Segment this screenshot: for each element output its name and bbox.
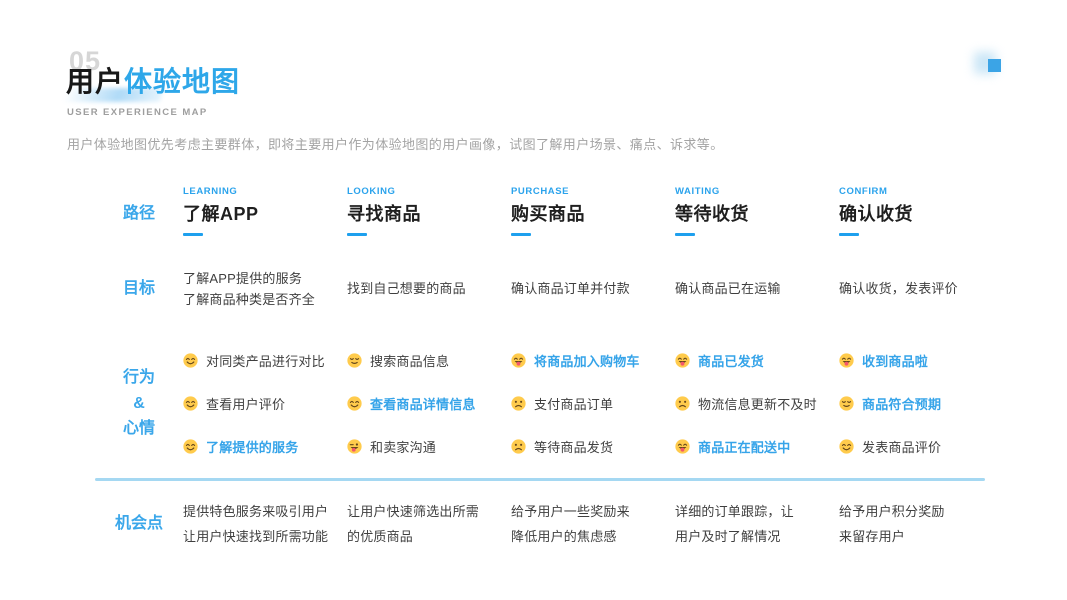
behavior-item: 查看用户评价 <box>183 394 333 413</box>
behavior-item: 收到商品啦 <box>839 351 989 370</box>
behavior-text: 将商品加入购物车 <box>534 354 640 369</box>
smile-emoji-icon <box>839 439 854 454</box>
section-divider <box>95 478 985 481</box>
behavior-item: 将商品加入购物车 <box>511 351 661 370</box>
behavior-item: 了解提供的服务 <box>183 437 333 456</box>
goals-row: 目标 了解APP提供的服务 了解商品种类是否齐全 找到自己想要的商品 确认商品订… <box>95 267 1037 311</box>
behavior-item: 商品符合预期 <box>839 394 989 413</box>
behavior-item: 对同类产品进行对比 <box>183 351 333 370</box>
stage-waiting: WAITING 等待收货 <box>675 186 839 236</box>
smile-emoji-icon <box>183 439 198 454</box>
stage-title: 确认收货 <box>839 204 913 224</box>
behavior-item: 查看商品详情信息 <box>347 394 497 413</box>
row-label-opportunity: 机会点 <box>114 515 163 533</box>
page-title-blue-part: 体验地图 <box>124 66 241 97</box>
page-title: 用户体验地图 <box>66 60 240 100</box>
tongue-emoji-icon <box>675 439 690 454</box>
stage-eng-label: PURCHASE <box>511 186 570 197</box>
stage-underline <box>347 233 367 236</box>
behavior-mood-row: 行为 & 心情 对同类产品进行对比 查看用户评价 了解提供的服务 搜索商品信息 <box>95 351 1037 456</box>
smile-emoji-icon <box>183 353 198 368</box>
behavior-text: 商品正在配送中 <box>698 440 791 455</box>
page-subtitle: USER EXPERIENCE MAP <box>67 107 208 118</box>
opportunity-cell: 详细的订单跟踪，让 用户及时了解情况 <box>675 503 794 544</box>
blue-square-icon <box>988 59 1001 72</box>
relieved-emoji-icon <box>839 396 854 411</box>
stage-eng-label: WAITING <box>675 186 720 197</box>
wink-tongue-emoji-icon <box>347 439 362 454</box>
corner-decoration <box>974 50 1014 80</box>
stage-underline <box>675 233 695 236</box>
opportunity-cell: 让用户快速筛选出所需 的优质商品 <box>347 503 480 544</box>
opportunity-cell: 给予用户积分奖励 来留存用户 <box>839 503 945 544</box>
behavior-text: 物流信息更新不及时 <box>698 397 817 412</box>
stage-eng-label: LEARNING <box>183 186 238 197</box>
behavior-cell-confirm: 收到商品啦 商品符合预期 发表商品评价 <box>839 351 1003 456</box>
behavior-cell-learning: 对同类产品进行对比 查看用户评价 了解提供的服务 <box>183 351 347 456</box>
behavior-item: 发表商品评价 <box>839 437 989 456</box>
behavior-text: 搜索商品信息 <box>370 354 450 369</box>
stage-underline <box>511 233 531 236</box>
behavior-text: 商品符合预期 <box>862 397 942 412</box>
opportunity-cell: 提供特色服务来吸引用户 让用户快速找到所需功能 <box>183 503 329 544</box>
behavior-text: 查看商品详情信息 <box>370 397 476 412</box>
behavior-text: 发表商品评价 <box>862 440 942 455</box>
relieved-emoji-icon <box>347 353 362 368</box>
behavior-text: 对同类产品进行对比 <box>206 354 325 369</box>
behavior-text: 查看用户评价 <box>206 397 286 412</box>
stage-title: 了解APP <box>183 204 259 224</box>
stage-eng-label: CONFIRM <box>839 186 888 197</box>
row-label-goal: 目标 <box>122 280 155 298</box>
behavior-text: 商品已发货 <box>698 354 765 369</box>
behavior-item: 商品已发货 <box>675 351 825 370</box>
tongue-emoji-icon <box>839 353 854 368</box>
behavior-text: 等待商品发货 <box>534 440 614 455</box>
stage-confirm: CONFIRM 确认收货 <box>839 186 1003 236</box>
goal-cell: 了解APP提供的服务 了解商品种类是否齐全 <box>183 270 316 307</box>
opportunity-row: 机会点 提供特色服务来吸引用户 让用户快速找到所需功能 让用户快速筛选出所需 的… <box>95 499 1037 550</box>
page-description: 用户体验地图优先考虑主要群体，即将主要用户作为体验地图的用户画像，试图了解用户场… <box>67 137 724 152</box>
behavior-item: 商品正在配送中 <box>675 437 825 456</box>
tongue-emoji-icon <box>675 353 690 368</box>
behavior-item: 搜索商品信息 <box>347 351 497 370</box>
smile-emoji-icon <box>183 396 198 411</box>
stage-underline <box>183 233 203 236</box>
behavior-item: 物流信息更新不及时 <box>675 394 825 413</box>
goal-cell: 确认商品订单并付款 <box>511 281 630 297</box>
behavior-item: 和卖家沟通 <box>347 437 497 456</box>
experience-map-table: 路径 LEARNING 了解APP LOOKING 寻找商品 PURCHASE … <box>95 186 1037 549</box>
goal-cell: 找到自己想要的商品 <box>347 281 466 297</box>
opportunity-cell: 给予用户一些奖励来 降低用户的焦虑感 <box>511 503 630 544</box>
frown-emoji-icon <box>511 396 526 411</box>
stage-underline <box>839 233 859 236</box>
stage-purchase: PURCHASE 购买商品 <box>511 186 675 236</box>
row-label-behavior: 行为 & 心情 <box>122 369 155 438</box>
stage-title: 寻找商品 <box>347 204 421 224</box>
stage-title: 购买商品 <box>511 204 585 224</box>
stage-title: 等待收货 <box>675 204 749 224</box>
tongue-emoji-icon <box>511 353 526 368</box>
goal-cell: 确认收货，发表评价 <box>839 281 958 297</box>
behavior-cell-purchase: 将商品加入购物车 支付商品订单 等待商品发货 <box>511 351 675 456</box>
stage-looking: LOOKING 寻找商品 <box>347 186 511 236</box>
behavior-cell-waiting: 商品已发货 物流信息更新不及时 商品正在配送中 <box>675 351 839 456</box>
row-label-path: 路径 <box>122 205 155 222</box>
behavior-text: 和卖家沟通 <box>370 440 437 455</box>
smile-emoji-icon <box>347 396 362 411</box>
behavior-text: 了解提供的服务 <box>206 440 299 455</box>
frown-emoji-icon <box>675 396 690 411</box>
page-title-dark-part: 用户 <box>66 66 125 97</box>
path-row: 路径 LEARNING 了解APP LOOKING 寻找商品 PURCHASE … <box>95 186 1037 236</box>
behavior-text: 收到商品啦 <box>862 354 929 369</box>
stage-eng-label: LOOKING <box>347 186 396 197</box>
page-number: 05 <box>69 46 102 76</box>
behavior-text: 支付商品订单 <box>534 397 614 412</box>
behavior-item: 支付商品订单 <box>511 394 661 413</box>
goal-cell: 确认商品已在运输 <box>675 281 781 297</box>
behavior-cell-looking: 搜索商品信息 查看商品详情信息 和卖家沟通 <box>347 351 511 456</box>
stage-learning: LEARNING 了解APP <box>183 186 347 236</box>
frown-emoji-icon <box>511 439 526 454</box>
behavior-item: 等待商品发货 <box>511 437 661 456</box>
